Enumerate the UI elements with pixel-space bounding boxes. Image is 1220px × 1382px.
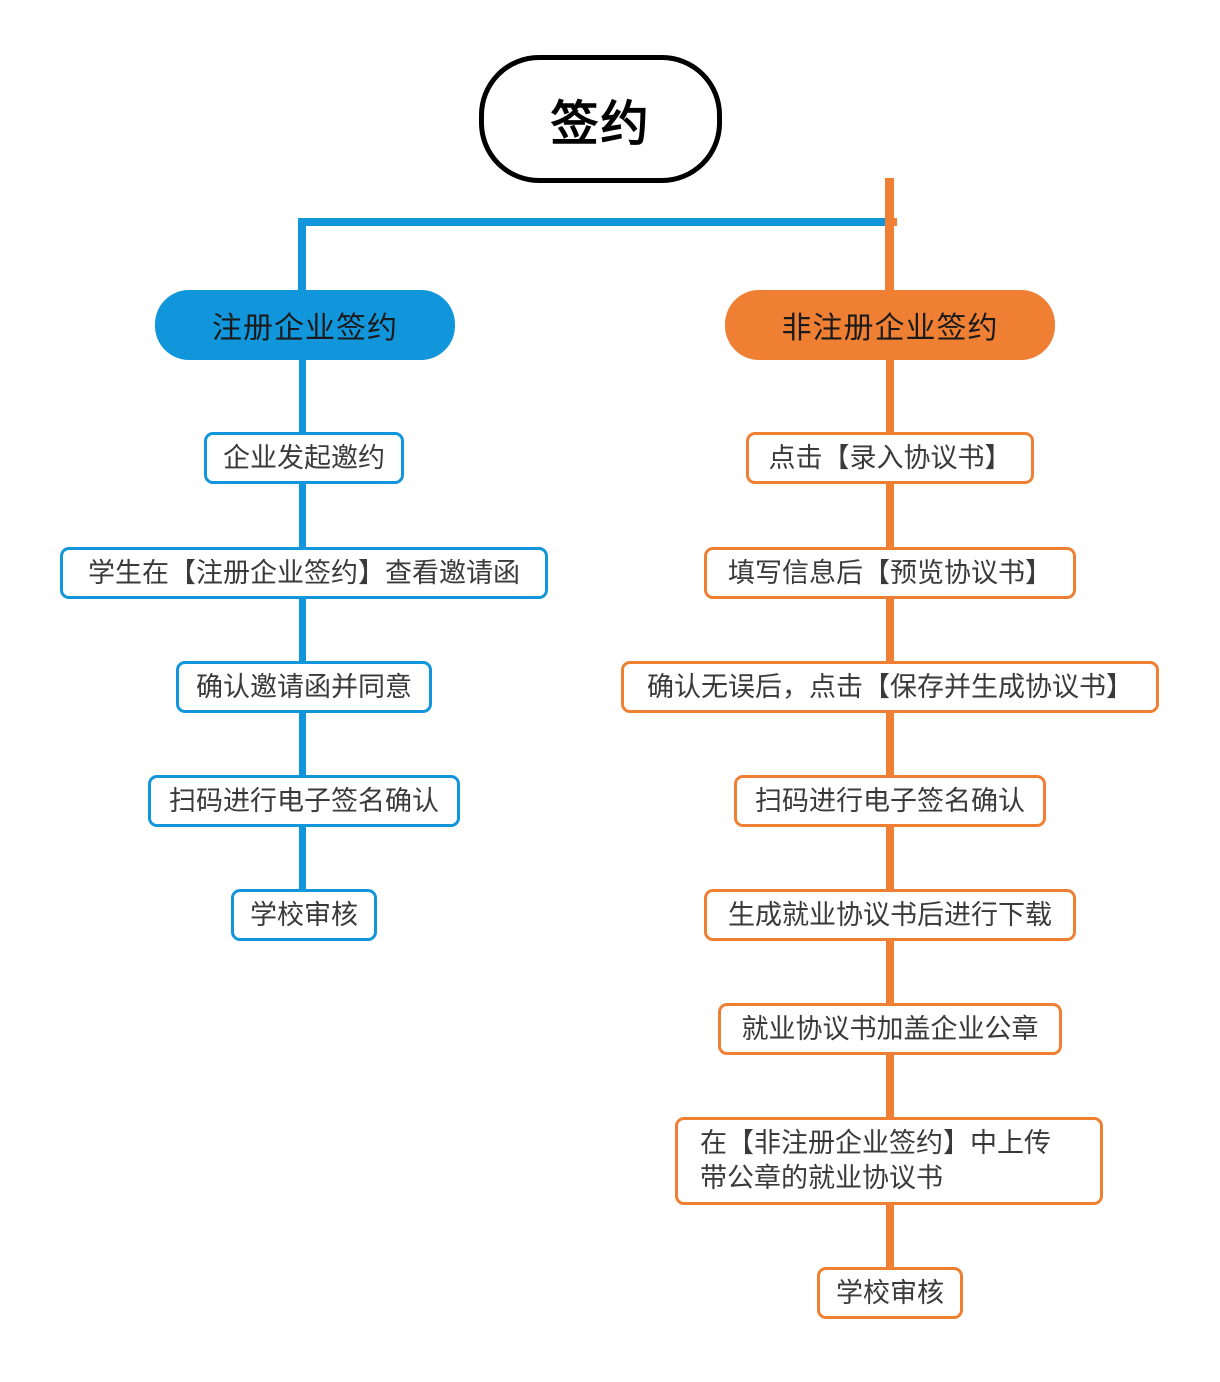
connector-blue-spine-2 (299, 483, 306, 549)
step-orange-7-label-line1: 在【非注册企业签约】中上传 (700, 1128, 1051, 1159)
step-orange-1[interactable]: 点击【录入协议书】 (746, 432, 1034, 484)
root-node-signing[interactable]: 签约 (479, 55, 722, 183)
step-blue-3-label: 确认邀请函并同意 (196, 671, 412, 702)
connector-blue-spine-1 (299, 356, 306, 436)
step-orange-6[interactable]: 就业协议书加盖企业公章 (718, 1003, 1062, 1055)
connector-orange-spine-1 (886, 356, 894, 436)
step-orange-3[interactable]: 确认无误后，点击【保存并生成协议书】 (621, 661, 1159, 713)
step-blue-4[interactable]: 扫码进行电子签名确认 (148, 775, 460, 827)
step-orange-4-label: 扫码进行电子签名确认 (755, 785, 1025, 816)
step-orange-5[interactable]: 生成就业协议书后进行下载 (704, 889, 1076, 941)
connector-orange-spine-8 (886, 1204, 894, 1270)
step-orange-8-label: 学校审核 (836, 1277, 944, 1308)
step-orange-6-label: 就业协议书加盖企业公章 (741, 1013, 1039, 1044)
connector-blue-spine-5 (299, 826, 306, 892)
step-orange-5-label: 生成就业协议书后进行下载 (728, 899, 1052, 930)
connector-orange-spine-4 (886, 712, 894, 778)
step-blue-1[interactable]: 企业发起邀约 (204, 432, 404, 484)
step-blue-5-label: 学校审核 (250, 899, 358, 930)
connector-blue-drop (298, 218, 306, 298)
step-orange-7-label-line2: 带公章的就业协议书 (700, 1163, 943, 1193)
step-blue-5[interactable]: 学校审核 (231, 889, 377, 941)
step-orange-7[interactable]: 在【非注册企业签约】中上传 带公章的就业协议书 (675, 1117, 1103, 1205)
step-orange-2[interactable]: 填写信息后【预览协议书】 (704, 547, 1076, 599)
branch-node-registered[interactable]: 注册企业签约 (155, 290, 455, 360)
branch-node-unregistered-label: 非注册企业签约 (781, 312, 999, 345)
connector-split-blue (298, 218, 890, 226)
connector-orange-spine-7 (886, 1054, 894, 1120)
step-orange-7-text: 在【非注册企业签约】中上传 带公章的就业协议书 (700, 1126, 1051, 1195)
branch-node-unregistered[interactable]: 非注册企业签约 (725, 290, 1055, 360)
branch-node-registered-label: 注册企业签约 (212, 312, 398, 345)
step-blue-2[interactable]: 学生在【注册企业签约】查看邀请函 (60, 547, 548, 599)
step-orange-1-label: 点击【录入协议书】 (768, 442, 1012, 473)
step-blue-3[interactable]: 确认邀请函并同意 (176, 661, 432, 713)
step-blue-1-label: 企业发起邀约 (223, 442, 385, 473)
root-node-label: 签约 (550, 98, 651, 151)
step-orange-4[interactable]: 扫码进行电子签名确认 (734, 775, 1046, 827)
connector-orange-spine-3 (886, 598, 894, 664)
connector-blue-spine-3 (299, 598, 306, 664)
connector-orange-spine-5 (886, 826, 894, 892)
connector-root-stem (885, 178, 894, 226)
connector-orange-spine-2 (886, 483, 894, 549)
step-blue-4-label: 扫码进行电子签名确认 (169, 785, 439, 816)
connector-blue-spine-4 (299, 712, 306, 778)
connector-orange-drop (885, 218, 894, 298)
step-orange-3-label: 确认无误后，点击【保存并生成协议书】 (647, 671, 1133, 702)
connector-orange-spine-6 (886, 940, 894, 1006)
connector-split-orange-mask (894, 218, 1220, 226)
step-orange-2-label: 填写信息后【预览协议书】 (728, 557, 1052, 588)
step-orange-8[interactable]: 学校审核 (817, 1267, 963, 1319)
step-blue-2-label: 学生在【注册企业签约】查看邀请函 (88, 557, 520, 588)
